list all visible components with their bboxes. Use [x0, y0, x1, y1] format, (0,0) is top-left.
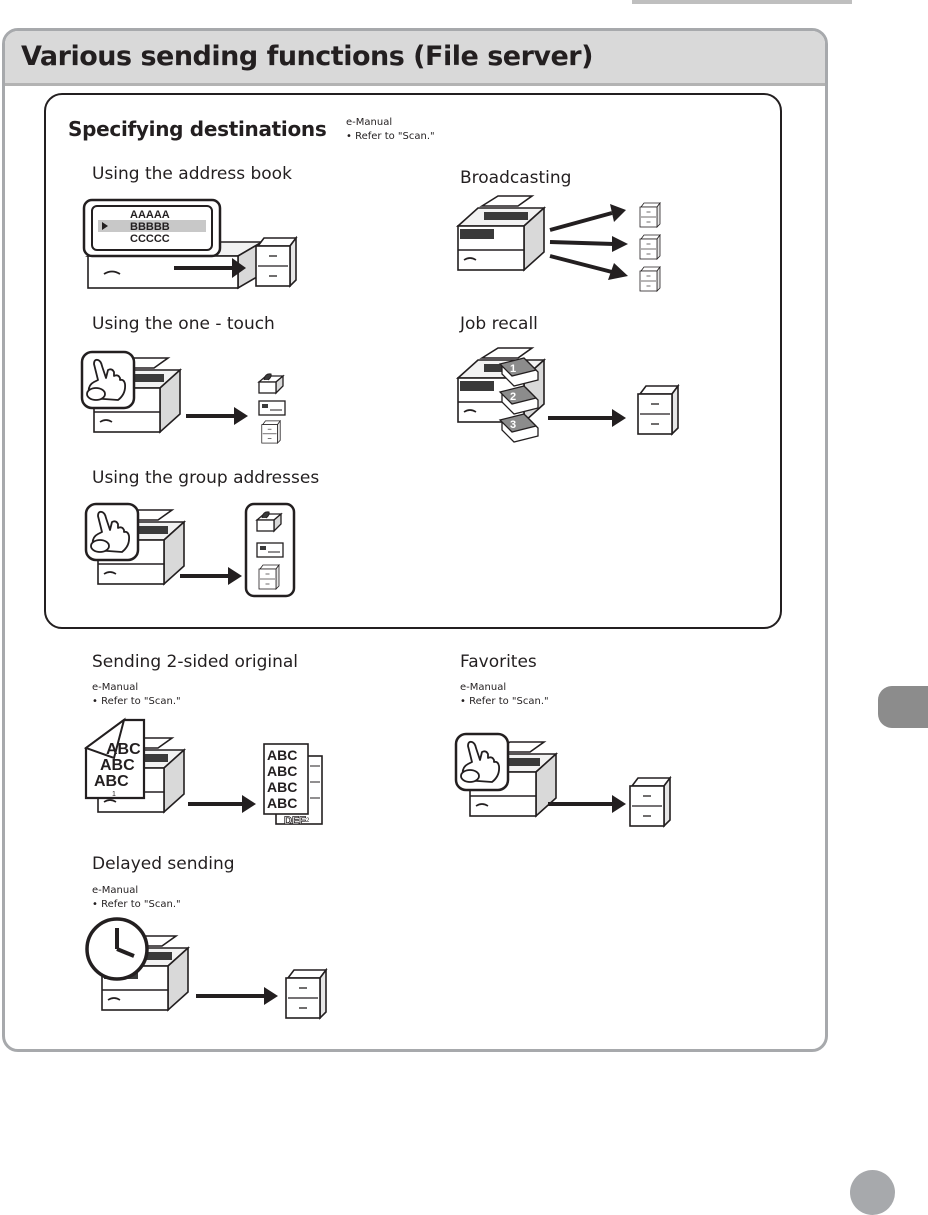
- email-icon: [258, 400, 286, 416]
- ref-label: e-Manual: [346, 117, 393, 128]
- destinations-panel: [44, 93, 782, 629]
- broadcast-arrows: [549, 204, 628, 280]
- ref-label: e-Manual: [92, 682, 139, 693]
- ref-text: • Refer to "Scan.": [92, 899, 181, 910]
- back-text: DEF: [284, 815, 306, 827]
- file-server-icon: [254, 236, 298, 288]
- favorites-ref: e-Manual • Refer to "Scan.": [460, 681, 549, 709]
- send-arrow: [180, 567, 242, 585]
- file-server-icon: [284, 968, 328, 1020]
- ref-text: • Refer to "Scan.": [460, 696, 549, 707]
- job-stack-illustration: 1 2 3: [498, 357, 539, 443]
- page-number-badge: [850, 1170, 895, 1215]
- delayed-title: Delayed sending: [92, 854, 235, 874]
- title-bar: Various sending functions (File server): [5, 31, 825, 86]
- header-rule: [632, 0, 852, 4]
- printer-illustration: [452, 194, 552, 284]
- two-sided-original-illustration: ABC ABC ABC 1: [83, 717, 146, 800]
- one-touch-button-illustration: [84, 502, 140, 562]
- chapter-tab: [878, 686, 928, 728]
- front-text-1: ABC: [106, 741, 141, 758]
- front-text-3: ABC: [94, 773, 129, 790]
- scanned-text-1: ABC: [267, 747, 297, 763]
- address-entry-3: CCCCC: [130, 233, 170, 245]
- scanned-text-3: ABC: [267, 779, 297, 795]
- ref-label: e-Manual: [92, 885, 139, 896]
- scanned-pages-illustration: 2 ABC ABC ABC ABC DEF: [263, 743, 323, 827]
- one-touch-title: Using the one - touch: [92, 314, 275, 334]
- send-arrow: [188, 795, 256, 813]
- job-recall-title: Job recall: [460, 314, 538, 334]
- scanned-text-2: ABC: [267, 763, 297, 779]
- page-number-2: 2: [306, 818, 310, 824]
- delayed-ref: e-Manual • Refer to "Scan.": [92, 884, 181, 912]
- file-server-icon: [636, 384, 680, 436]
- file-server-icon: [638, 234, 662, 260]
- one-touch-button-illustration: [80, 350, 136, 410]
- group-title: Using the group addresses: [92, 468, 320, 488]
- address-book-illustration: AAAAA BBBBB CCCCC: [82, 198, 265, 290]
- two-sided-ref: e-Manual • Refer to "Scan.": [92, 681, 181, 709]
- scanned-text-4: ABC: [267, 795, 297, 811]
- favorites-title: Favorites: [460, 652, 537, 672]
- address-entry-2: BBBBB: [130, 221, 170, 233]
- send-arrow: [548, 795, 626, 813]
- job-number-2: 2: [510, 391, 516, 403]
- ref-label: e-Manual: [460, 682, 507, 693]
- address-book-title: Using the address book: [92, 164, 292, 184]
- file-server-icon: [638, 202, 662, 228]
- front-text-2: ABC: [100, 757, 135, 774]
- ref-text: • Refer to "Scan.": [346, 131, 435, 142]
- two-sided-title: Sending 2-sided original: [92, 652, 299, 672]
- favorites-button-illustration: [454, 732, 510, 792]
- page-number-1: 1: [112, 791, 116, 798]
- ref-text: • Refer to "Scan.": [92, 696, 181, 707]
- group-destinations-illustration: [244, 502, 296, 598]
- job-number-1: 1: [510, 363, 516, 375]
- send-arrow: [548, 409, 626, 427]
- file-server-icon: [628, 776, 672, 828]
- page-title: Various sending functions (File server): [21, 41, 593, 72]
- file-server-icon: [638, 266, 662, 292]
- job-number-3: 3: [510, 419, 516, 431]
- clock-icon: [85, 917, 149, 981]
- send-arrow: [196, 987, 278, 1005]
- fax-icon: [256, 372, 286, 396]
- address-entry-1: AAAAA: [130, 209, 170, 221]
- send-arrow: [186, 407, 248, 425]
- destinations-ref: e-Manual • Refer to "Scan.": [346, 116, 435, 144]
- file-server-icon: [260, 420, 282, 444]
- broadcasting-title: Broadcasting: [460, 168, 572, 188]
- destinations-heading: Specifying destinations: [68, 117, 327, 141]
